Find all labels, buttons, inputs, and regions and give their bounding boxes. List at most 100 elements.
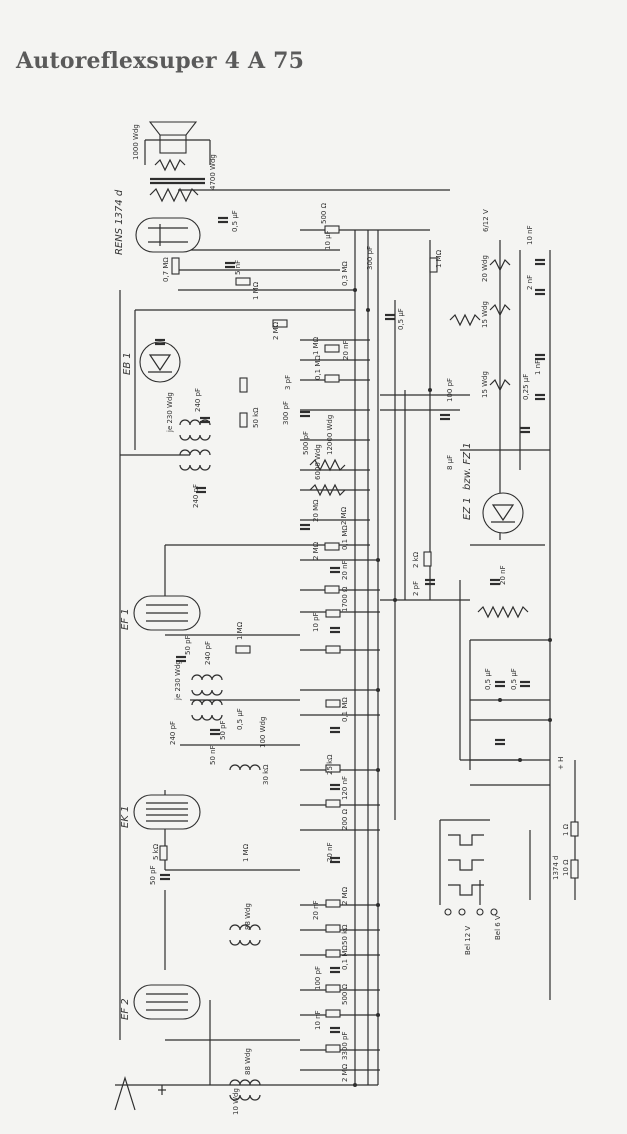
lbl-d4: 240 pF — [169, 721, 177, 745]
loudspeaker — [144, 121, 211, 172]
lbl-e1: 88 Wdg — [244, 903, 252, 930]
lbl-b15: 240 pF — [192, 484, 200, 508]
lbl-b2: 2 MΩ — [272, 321, 280, 340]
lbl-e12: 2 MΩ — [341, 1063, 349, 1082]
lbl-e7: 500 Ω — [341, 983, 349, 1005]
lbl-d15: 5 kΩ — [152, 843, 160, 860]
lbl-a1: 1000 Wdg — [132, 124, 140, 160]
tube-label-eb1: EB 1 — [122, 352, 133, 375]
label-6-12v: 6/12 V — [482, 209, 490, 232]
lbl-b9: 240 pF — [194, 388, 202, 412]
lbl-f10: 20 nF — [499, 565, 507, 585]
lbl-f2: 15 Wdg — [481, 301, 489, 328]
lbl-e9: 88 Wdg — [244, 1048, 252, 1075]
lbl-a3: 0,5 μF — [231, 210, 239, 232]
label-bel-6v: Bel 6 V — [494, 915, 502, 940]
lbl-d6: 50 pF — [219, 720, 227, 740]
lbl-b17: 2 MΩ — [340, 506, 348, 525]
lbl-d11: 25 kΩ — [326, 754, 334, 775]
lbl-c2: 2 pF — [412, 581, 420, 596]
lbl-b10: je 230 Wdg — [166, 392, 174, 433]
lbl-e10: 10 Wdg — [232, 1088, 240, 1115]
coils — [179, 258, 529, 1101]
antenna — [114, 1075, 166, 1111]
lbl-e6: 100 pF — [314, 966, 322, 990]
lbl-e4: 50 kΩ — [341, 924, 349, 945]
lbl-d8: 50 nF — [209, 745, 217, 765]
lbl-a4: 0,7 MΩ — [162, 257, 170, 282]
lbl-d5: 0,5 μF — [236, 708, 244, 730]
resistors — [159, 225, 579, 1053]
branch-lines — [120, 229, 550, 1085]
tube-ef2 — [133, 984, 201, 1020]
lbl-b14: 6000 Wdg — [314, 444, 322, 480]
lbl-f8: 0,5 μF — [484, 668, 492, 690]
lbl-d17: 50 pF — [149, 865, 157, 885]
bus-lines — [115, 189, 576, 1086]
lbl-f1: 20 Wdg — [481, 255, 489, 282]
lbl-b11: 12000 Wdg — [326, 415, 334, 455]
lbl-f11: 8 μF — [446, 455, 454, 470]
lbl-d3: je 230 Wdg — [174, 660, 182, 701]
tube-label-rens: RENS 1374 d — [114, 189, 125, 255]
lbl-a10: 0,5 μF — [397, 308, 405, 330]
lbl-f6: 2 nF — [526, 275, 534, 290]
lbl-a2: 4700 Wdg — [209, 154, 217, 190]
label-1374d: 1374 d — [552, 856, 560, 880]
lbl-f3: 15 Wdg — [481, 371, 489, 398]
lbl-a9: 300 pF — [366, 246, 374, 270]
lbl-c1: 2 kΩ — [412, 551, 420, 568]
lbl-e5: 0,1 MΩ — [341, 945, 349, 970]
label-1-ohm: 1 Ω — [562, 823, 570, 836]
lbl-d10: 0,1 MΩ — [341, 697, 349, 722]
tube-ef1 — [133, 595, 201, 631]
output-transformer — [149, 177, 205, 203]
label-plus-h: + H — [557, 757, 565, 770]
lbl-b3: 1 MΩ — [312, 336, 320, 355]
lbl-f9: 0,5 μF — [510, 668, 518, 690]
lbl-e11: 3300 pF — [341, 1031, 349, 1060]
tube-rens1374d — [135, 217, 201, 253]
lbl-b8: 300 pF — [282, 401, 290, 425]
lbl-b13: 500 pF — [302, 431, 310, 455]
lbl-f5: 1 nF — [534, 360, 542, 375]
lbl-b16: 20 MΩ — [312, 499, 320, 522]
lbl-b1: 1 MΩ — [252, 281, 260, 300]
lbl-c4: 2 MΩ — [312, 541, 320, 560]
tube-eb1 — [139, 341, 181, 383]
lbl-e3: 20 nF — [312, 900, 320, 920]
lbl-e8: 10 nF — [314, 1010, 322, 1030]
page-title: Autoreflexsuper 4 A 75 — [16, 48, 305, 74]
lbl-a6: 500 Ω — [320, 202, 328, 224]
label-bel-12v: Bel 12 V — [464, 926, 472, 955]
tube-label-fz1: bzw. FZ 1 — [462, 442, 473, 490]
lbl-a5: 5 nF — [234, 260, 242, 275]
lbl-d16: 1 MΩ — [242, 843, 250, 862]
vibrator-switch — [444, 834, 498, 916]
tube-labels: RENS 1374 d EB 1 EF 1 EK 1 EF 2 EZ 1 bzw… — [114, 189, 473, 1020]
tube-label-ef2: EF 2 — [120, 998, 131, 1020]
tube-label-ez1: EZ 1 — [462, 497, 473, 520]
component-labels: 1000 Wdg 4700 Wdg 0,5 μF 0,7 MΩ 5 nF 500… — [132, 124, 542, 1115]
lbl-a8: 0,3 MΩ — [341, 261, 349, 286]
capacitors — [155, 216, 545, 1034]
lbl-d1: 50 pF — [184, 635, 192, 655]
lbl-d13: 200 Ω — [341, 808, 349, 830]
lbl-a7: 10 μF — [324, 230, 332, 250]
lbl-b12: 100 pF — [446, 378, 454, 402]
lbl-c8: 1 MΩ — [236, 621, 244, 640]
supply-labels: 6/12 V Bel 12 V Bel 6 V + H 1374 d 1 Ω 1… — [464, 209, 570, 955]
lbl-b6: 3 pF — [284, 375, 292, 390]
lbl-b7: 50 kΩ — [252, 407, 260, 428]
lbl-d9: 30 kΩ — [262, 764, 270, 785]
lbl-d2: 240 pF — [204, 641, 212, 665]
tube-label-ek1: EK 1 — [120, 806, 131, 828]
lbl-f7: 10 nF — [526, 225, 534, 245]
lbl-b4: 20 nF — [342, 340, 350, 360]
lbl-a11: 1 MΩ — [435, 249, 443, 268]
lbl-c5: 20 nF — [341, 560, 349, 580]
tube-ek1 — [133, 794, 201, 830]
junction-dots — [353, 288, 552, 1087]
lbl-c7: 10 pF — [312, 612, 320, 632]
